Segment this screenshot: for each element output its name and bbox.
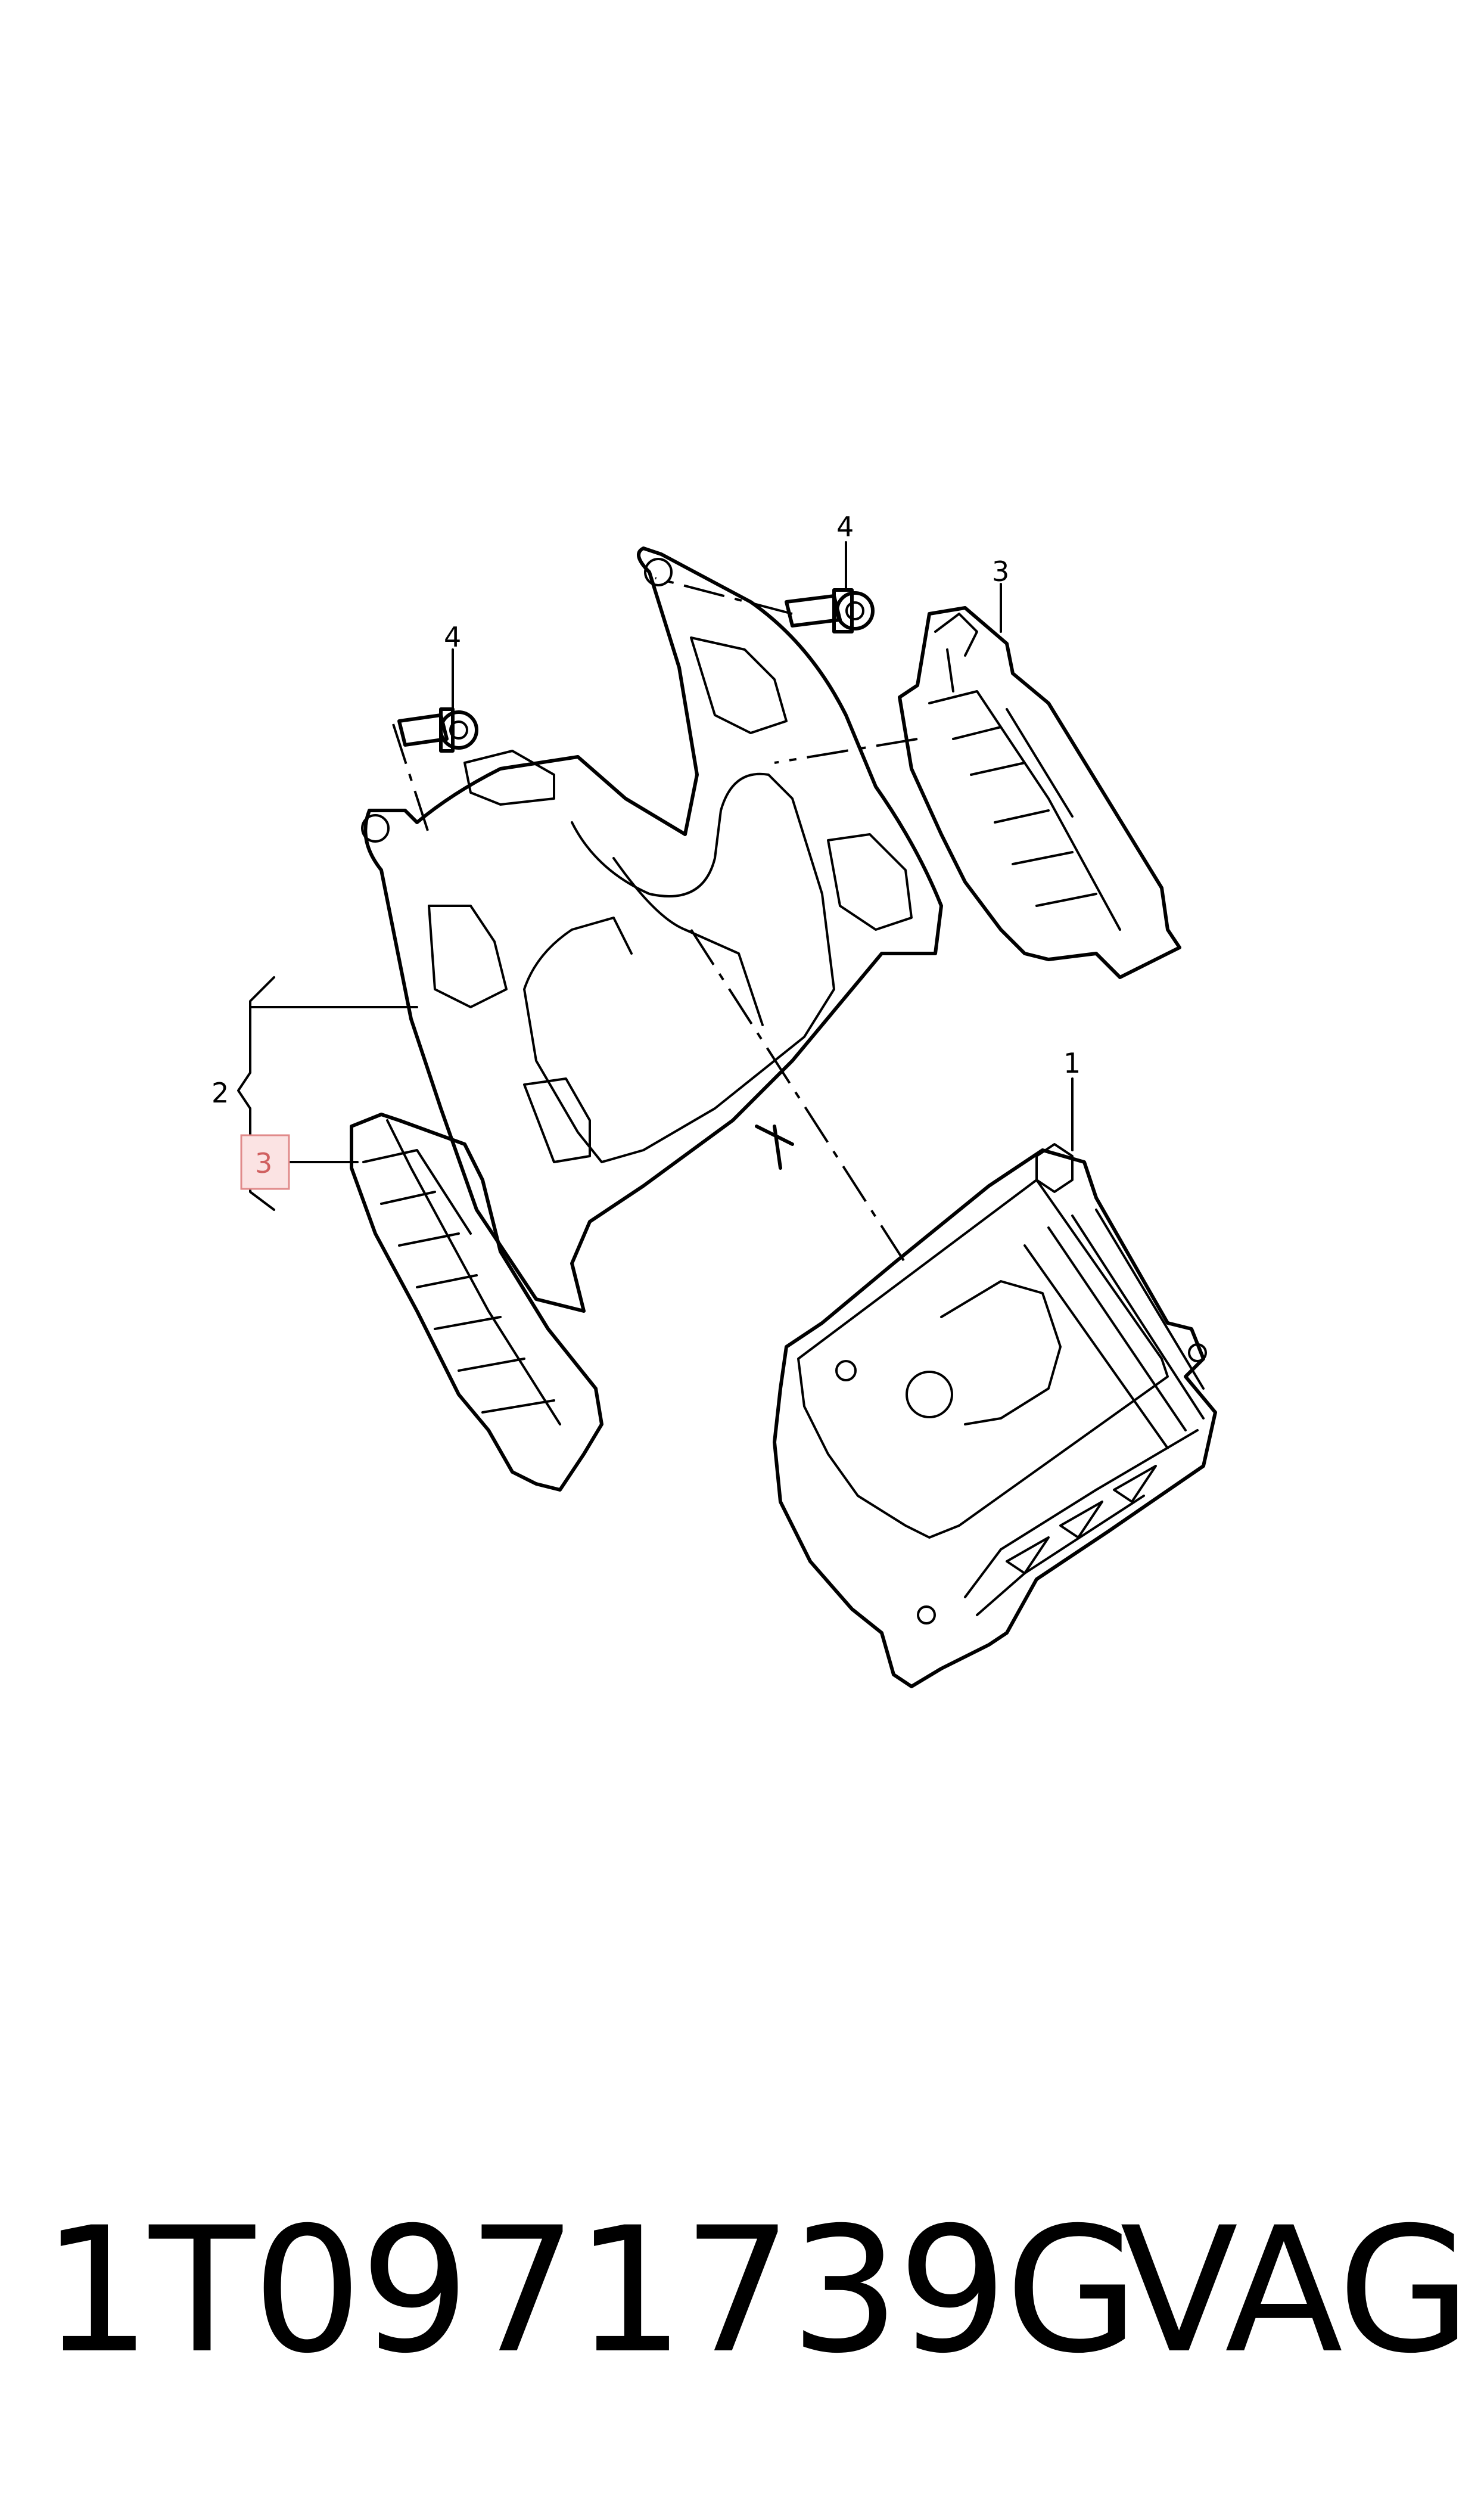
connector-housing-right (898, 606, 1181, 979)
assembly-line-screw-top (655, 577, 793, 615)
screw-top (785, 588, 875, 633)
assembly-line-ecu (690, 928, 907, 1265)
screw-left (397, 707, 478, 753)
connector-housing-left (350, 1113, 603, 1492)
assembly-line-connector-right (774, 738, 918, 764)
callout-3-top: 3 (992, 555, 1009, 588)
mounting-bracket (361, 546, 943, 1313)
assembly-line-screw-left (392, 723, 430, 835)
callout-4-left: 4 (444, 621, 461, 653)
brand-name: VAG (1120, 2191, 1471, 2391)
callout-2: 2 (211, 1077, 229, 1109)
callout-1: 1 (1063, 1047, 1081, 1079)
callout-3-left: 3 (255, 1147, 272, 1179)
engine-control-unit (773, 1143, 1217, 1688)
callout-4-top: 4 (836, 511, 854, 543)
part-number: 1T0971739G (42, 2191, 1139, 2391)
bracket-2 (237, 976, 418, 1211)
callout-3-left-highlight (240, 1134, 290, 1190)
exploded-parts-diagram: 1 2 3 3 4 4 (211, 511, 1217, 1688)
